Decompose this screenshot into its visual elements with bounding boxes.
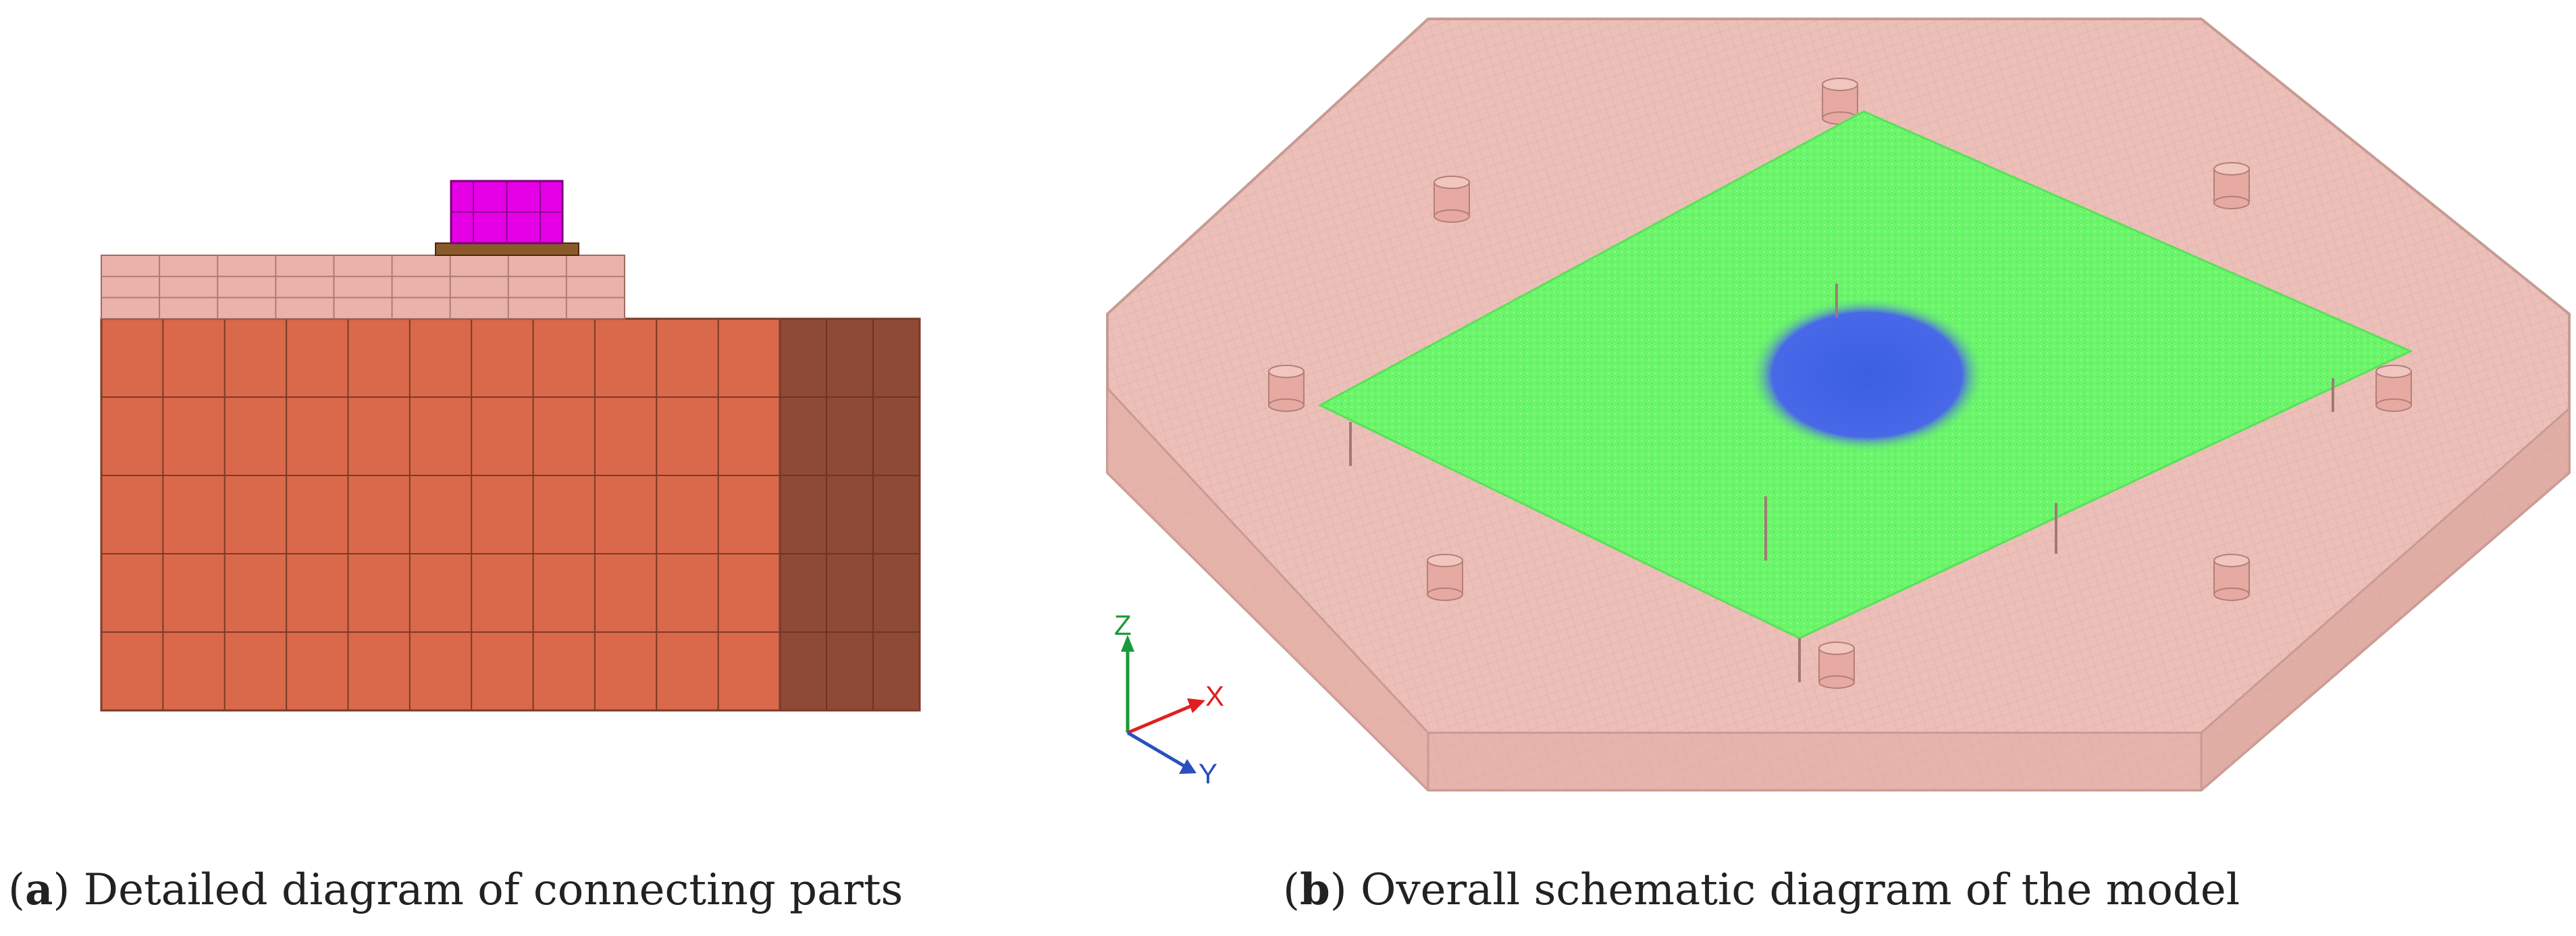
plate-face (101, 255, 625, 319)
post-top (2213, 554, 2250, 567)
z-axis-arrowhead (1121, 635, 1134, 652)
support-posts (1268, 78, 2412, 689)
overall-model-diagram: Z X Y (1106, 18, 2571, 791)
post-bottom (2375, 398, 2412, 412)
base-block-side-face (779, 317, 921, 712)
caption-b: (b) Overall schematic diagram of the mod… (1283, 864, 2240, 915)
frame-side-face-right (2201, 409, 2569, 790)
post-top (1427, 554, 1463, 567)
y-axis-label: Y (1199, 758, 1217, 789)
support-post (1434, 176, 1470, 223)
post-bottom (2213, 588, 2250, 601)
membrane-deformation-zone (1749, 297, 1985, 452)
support-post (1822, 78, 1858, 125)
post-top (2375, 365, 2412, 378)
y-axis-arrow (1126, 731, 1186, 769)
support-post (2213, 554, 2250, 601)
z-axis-label: Z (1114, 609, 1132, 641)
support-post (1818, 642, 1855, 689)
side-face (779, 317, 921, 712)
frame-edge (2201, 407, 2570, 734)
post-top (1822, 78, 1858, 91)
washer (435, 242, 579, 256)
caption-a: (a) Detailed diagram of connecting parts (8, 864, 903, 915)
post-top (1818, 642, 1855, 655)
post-bottom (1268, 398, 1305, 412)
post-top (1268, 365, 1305, 378)
x-axis-arrowhead (1187, 698, 1205, 713)
base-block-face (100, 317, 781, 712)
bolt-head (450, 180, 564, 244)
connecting-parts-diagram (100, 180, 921, 712)
caption-a-text: Detailed diagram of connecting parts (83, 865, 903, 915)
post-top (2213, 162, 2250, 176)
connecting-plate (101, 255, 625, 319)
panel-a-connecting-parts (0, 0, 1053, 770)
post-bottom (2213, 196, 2250, 209)
hanger-rods (1349, 284, 2334, 682)
x-axis-arrow (1127, 704, 1192, 735)
frame-edge (1106, 387, 1429, 734)
caption-a-letter: a (24, 864, 53, 915)
post-top (1434, 176, 1470, 189)
base-block (100, 317, 781, 712)
support-post (2213, 162, 2250, 209)
y-axis-arrowhead (1179, 759, 1197, 774)
panel-b-overall-model: Z X Y (1053, 0, 2576, 810)
caption-b-letter: b (1299, 864, 1330, 915)
caption-b-text: Overall schematic diagram of the model (1361, 865, 2240, 915)
support-post (2375, 365, 2412, 412)
frame-side-face-left (1107, 314, 1428, 790)
x-axis-label: X (1205, 680, 1224, 712)
axis-triad: Z X Y (1114, 609, 1224, 789)
post-bottom (1434, 209, 1470, 223)
support-post (1268, 365, 1305, 412)
support-post (1427, 554, 1463, 601)
post-bottom (1818, 675, 1855, 689)
post-bottom (1427, 588, 1463, 601)
frame-side-face-front (1428, 733, 2201, 790)
